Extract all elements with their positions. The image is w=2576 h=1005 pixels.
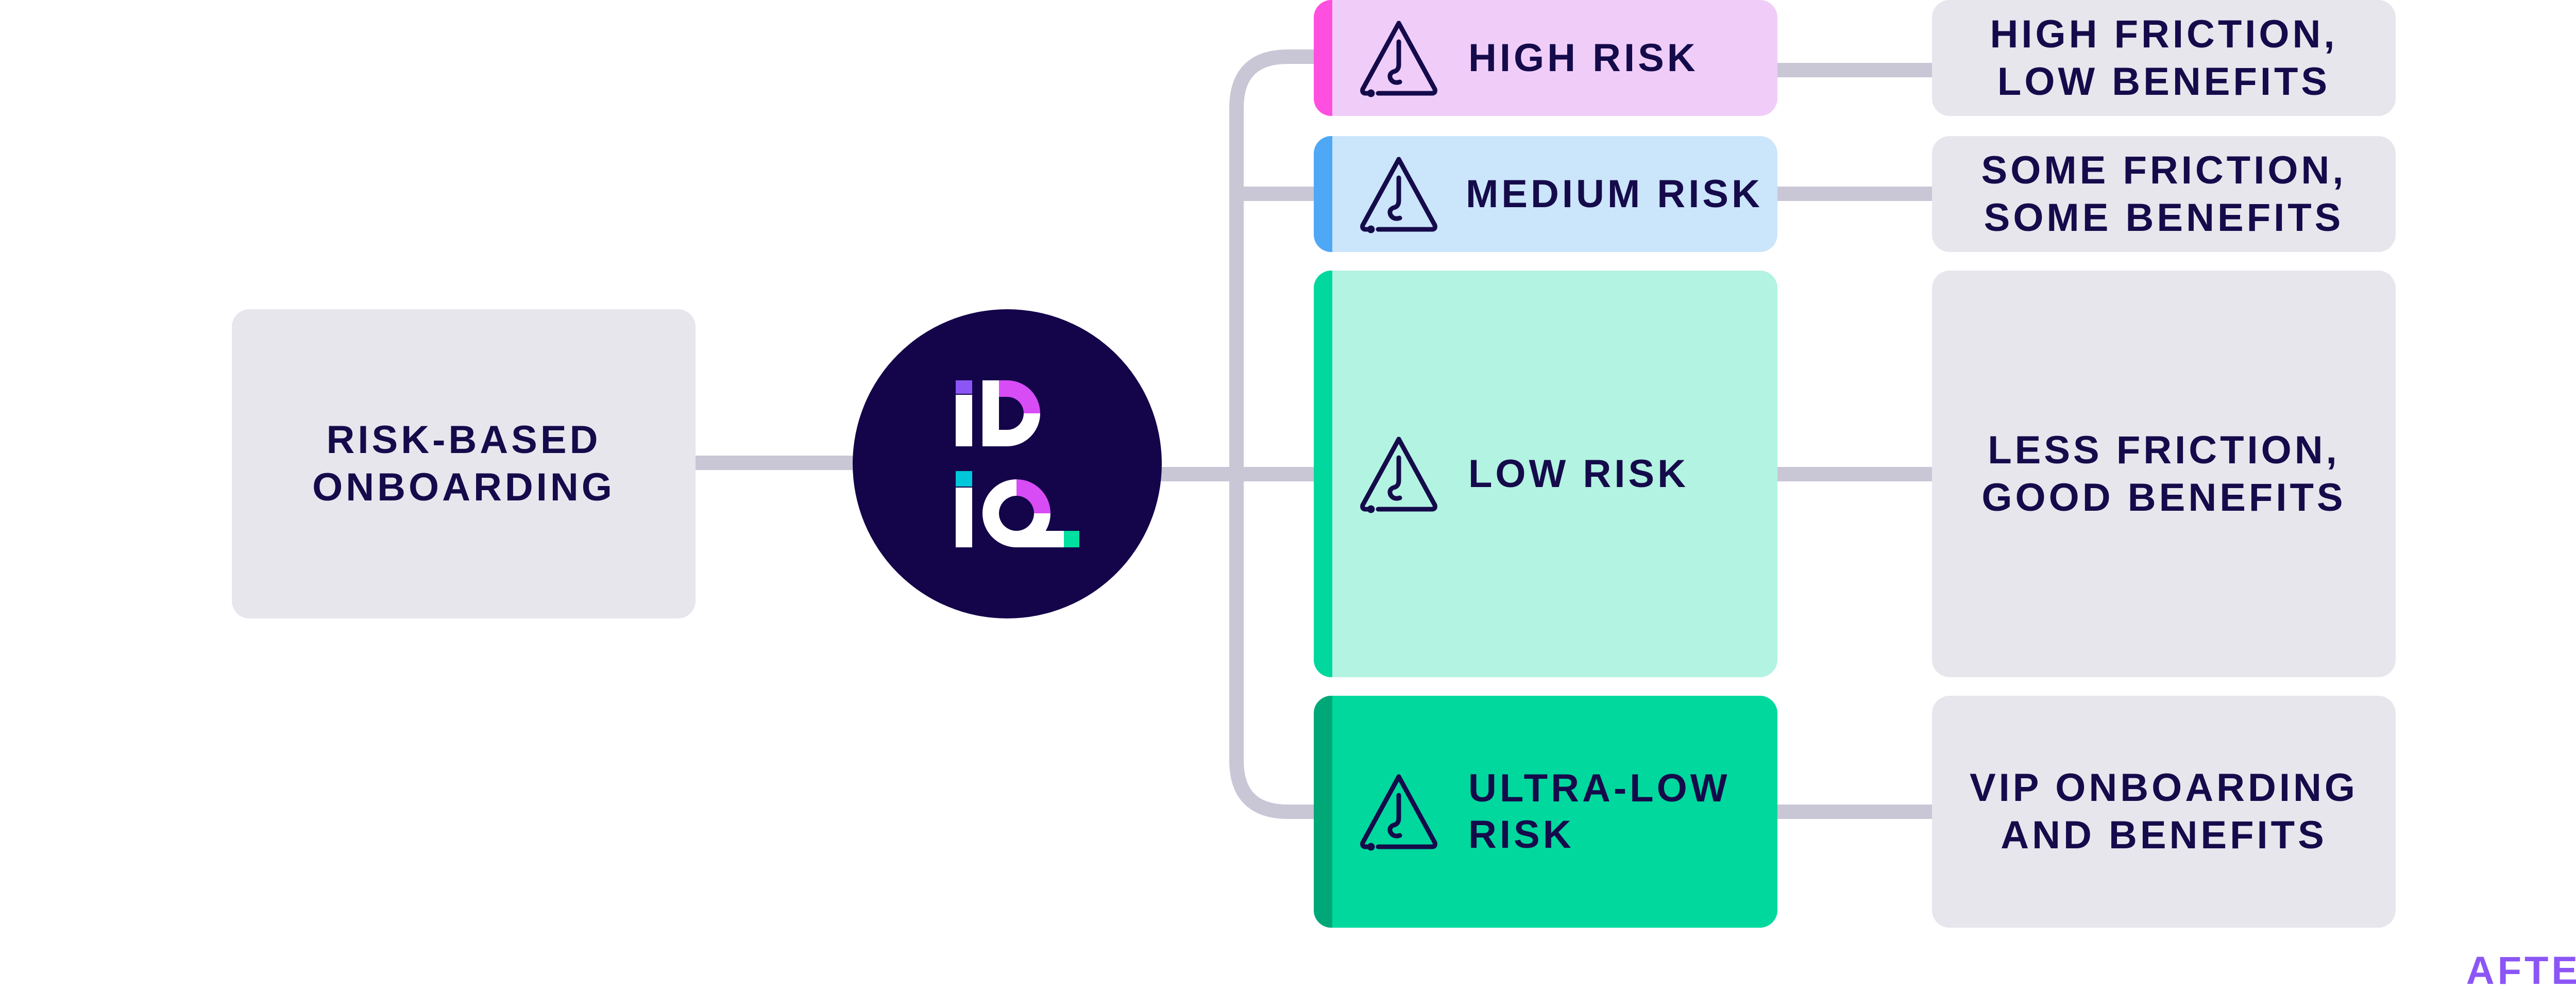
warning-triangle-icon xyxy=(1358,770,1440,853)
outcome-box-low: LESS FRICTION, GOOD BENEFITS xyxy=(1932,271,2396,677)
outcome-box-high: HIGH FRICTION, LOW BENEFITS xyxy=(1932,0,2396,116)
high-risk-label: HIGH RISK xyxy=(1468,36,1699,80)
outcome-box-ultra-low: VIP ONBOARDING AND BENEFITS xyxy=(1932,696,2396,928)
outcome-label-ultra-low: VIP ONBOARDING AND BENEFITS xyxy=(1969,766,2358,857)
outcome-label-low: LESS FRICTION, GOOD BENEFITS xyxy=(1981,428,2346,520)
outcome-box-medium: SOME FRICTION, SOME BENEFITS xyxy=(1932,136,2396,252)
idiq-logo xyxy=(853,309,1162,618)
low-risk-box: LOW RISK xyxy=(1314,271,1777,677)
warning-triangle-icon xyxy=(1358,153,1440,236)
medium-risk-box: MEDIUM RISK xyxy=(1314,136,1777,252)
low-risk-accent-stripe xyxy=(1314,271,1332,677)
outcome-label-high: HIGH FRICTION, LOW BENEFITS xyxy=(1990,12,2338,104)
idiq-logo-mark xyxy=(956,380,1079,547)
risk-based-onboarding-box: RISK-BASED ONBOARDING xyxy=(232,309,696,618)
risk-based-onboarding-label: RISK-BASED ONBOARDING xyxy=(312,418,615,509)
ultra-low-risk-box: ULTRA-LOW RISK xyxy=(1314,696,1777,928)
connector-trunk xyxy=(1229,49,1314,819)
medium-risk-label: MEDIUM RISK xyxy=(1466,172,1763,216)
after-label: AFTER xyxy=(2466,949,2576,993)
medium-risk-accent-stripe xyxy=(1314,136,1332,252)
warning-triangle-icon xyxy=(1358,433,1440,515)
high-risk-accent-stripe xyxy=(1314,0,1332,116)
ultra-low-risk-accent-stripe xyxy=(1314,696,1332,928)
outcome-label-medium: SOME FRICTION, SOME BENEFITS xyxy=(1981,148,2347,240)
high-risk-box: HIGH RISK xyxy=(1314,0,1777,116)
low-risk-label: LOW RISK xyxy=(1468,451,1689,496)
warning-triangle-icon xyxy=(1358,17,1440,99)
ultra-low-risk-label: ULTRA-LOW RISK xyxy=(1468,766,1731,857)
